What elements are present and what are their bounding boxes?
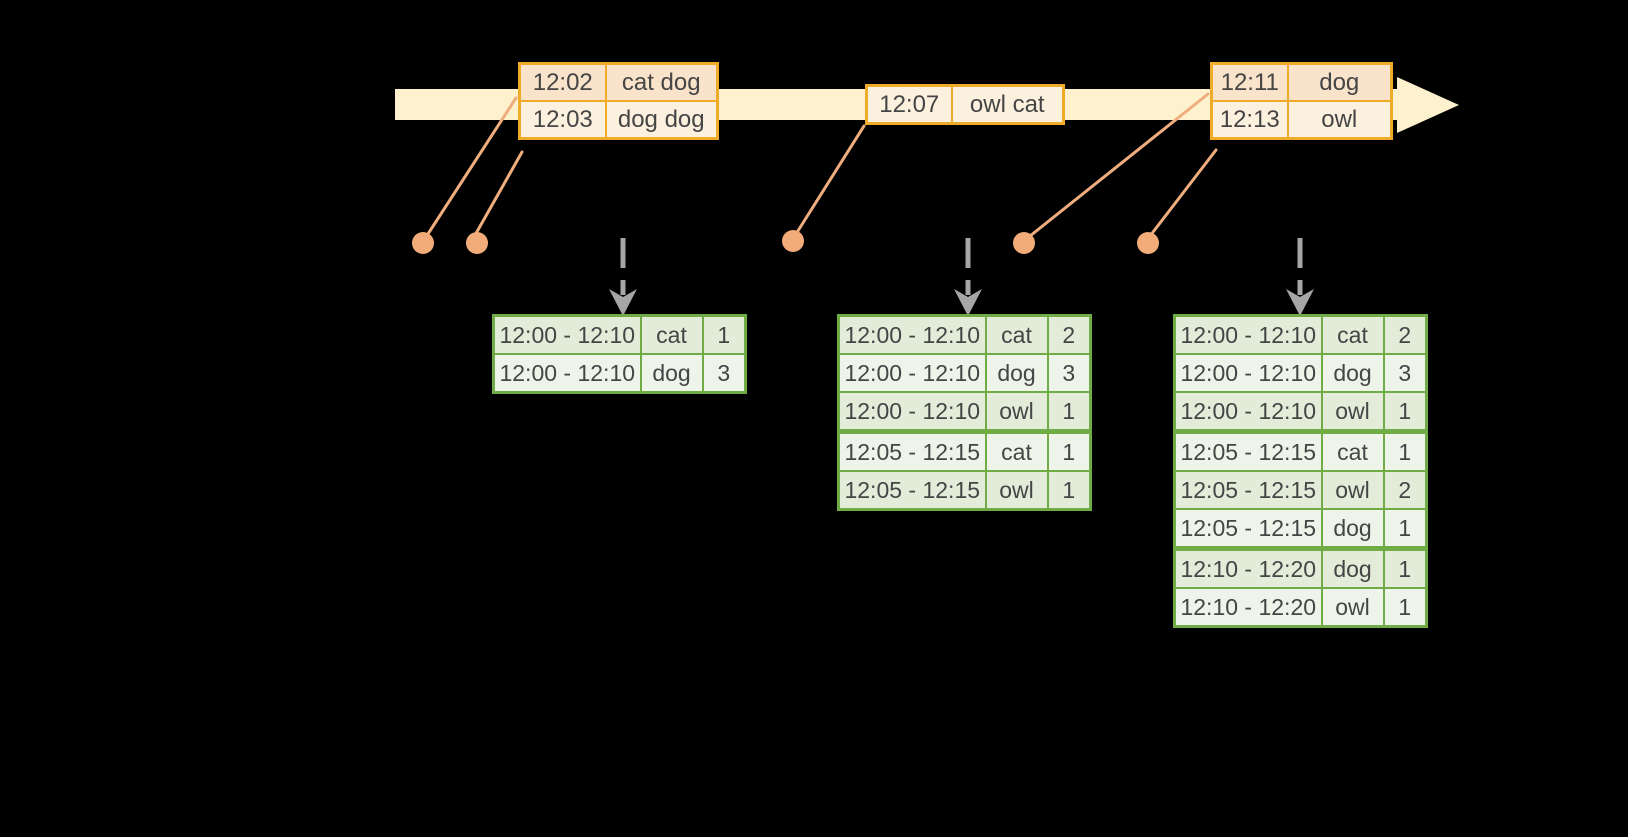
count-cell: 2 <box>1382 314 1428 355</box>
window-cell: 12:00 - 12:10 <box>837 314 987 355</box>
connector-line <box>1028 92 1210 238</box>
count-cell: 2 <box>1382 470 1428 510</box>
window-cell: 12:05 - 12:15 <box>1173 470 1323 510</box>
window-cell: 12:00 - 12:10 <box>837 353 987 393</box>
event-dot <box>1137 232 1159 254</box>
connector-line <box>424 96 518 239</box>
word-cell: owl <box>1320 587 1385 628</box>
dashed-arrows <box>609 238 1314 316</box>
window-cell: 12:00 - 12:10 <box>1173 314 1323 355</box>
connector-line <box>794 124 866 236</box>
event-dot <box>412 232 434 254</box>
word-cell: cat <box>639 314 704 355</box>
event-time-cell: 12:02 <box>518 62 607 102</box>
word-cell: owl <box>984 470 1049 511</box>
connector-line <box>1148 148 1218 238</box>
word-cell: cat <box>1320 314 1385 355</box>
down-arrowhead-icon <box>609 289 637 316</box>
window-cell: 12:05 - 12:15 <box>837 429 987 472</box>
word-cell: cat <box>984 429 1049 472</box>
event-dot <box>1013 232 1035 254</box>
event-words-cell: dog <box>1286 62 1393 102</box>
window-cell: 12:05 - 12:15 <box>837 470 987 511</box>
down-arrowhead-icon <box>1286 289 1314 316</box>
window-cell: 12:00 - 12:10 <box>1173 391 1323 433</box>
window-cell: 12:00 - 12:10 <box>837 391 987 433</box>
word-cell: dog <box>639 353 704 394</box>
down-arrowhead-icon <box>954 289 982 316</box>
count-cell: 2 <box>1046 314 1092 355</box>
timeline-arrowhead-icon <box>1397 77 1459 133</box>
word-cell: cat <box>984 314 1049 355</box>
word-cell: owl <box>1320 391 1385 433</box>
word-cell: dog <box>1320 353 1385 393</box>
window-cell: 12:00 - 12:10 <box>1173 353 1323 393</box>
event-time-cell: 12:11 <box>1210 62 1289 102</box>
count-cell: 3 <box>1046 353 1092 393</box>
count-cell: 1 <box>1046 470 1092 511</box>
event-dot <box>782 230 804 252</box>
event-words-cell: cat dog <box>604 62 719 102</box>
window-cell: 12:00 - 12:10 <box>492 314 642 355</box>
word-cell: dog <box>1320 508 1385 550</box>
connector-lines <box>424 92 1218 239</box>
event-words-cell: dog dog <box>604 100 719 140</box>
word-cell: owl <box>1320 470 1385 510</box>
count-cell: 3 <box>701 353 747 394</box>
event-dot <box>466 232 488 254</box>
word-cell: cat <box>1320 429 1385 472</box>
event-time-cell: 12:03 <box>518 100 607 140</box>
event-words-cell: owl cat <box>950 84 1065 125</box>
event-words-cell: owl <box>1286 100 1393 140</box>
word-cell: owl <box>984 391 1049 433</box>
window-cell: 12:05 - 12:15 <box>1173 508 1323 550</box>
word-cell: dog <box>984 353 1049 393</box>
count-cell: 1 <box>1382 508 1428 550</box>
window-cell: 12:10 - 12:20 <box>1173 546 1323 589</box>
connector-line <box>472 150 524 239</box>
count-cell: 1 <box>1382 546 1428 589</box>
event-dots <box>412 230 1159 254</box>
count-cell: 1 <box>701 314 747 355</box>
count-cell: 1 <box>1046 391 1092 433</box>
event-time-cell: 12:07 <box>865 84 953 125</box>
count-cell: 1 <box>1382 587 1428 628</box>
window-cell: 12:00 - 12:10 <box>492 353 642 394</box>
window-cell: 12:05 - 12:15 <box>1173 429 1323 472</box>
event-time-cell: 12:13 <box>1210 100 1289 140</box>
count-cell: 1 <box>1046 429 1092 472</box>
window-cell: 12:10 - 12:20 <box>1173 587 1323 628</box>
word-cell: dog <box>1320 546 1385 589</box>
count-cell: 3 <box>1382 353 1428 393</box>
count-cell: 1 <box>1382 429 1428 472</box>
count-cell: 1 <box>1382 391 1428 433</box>
